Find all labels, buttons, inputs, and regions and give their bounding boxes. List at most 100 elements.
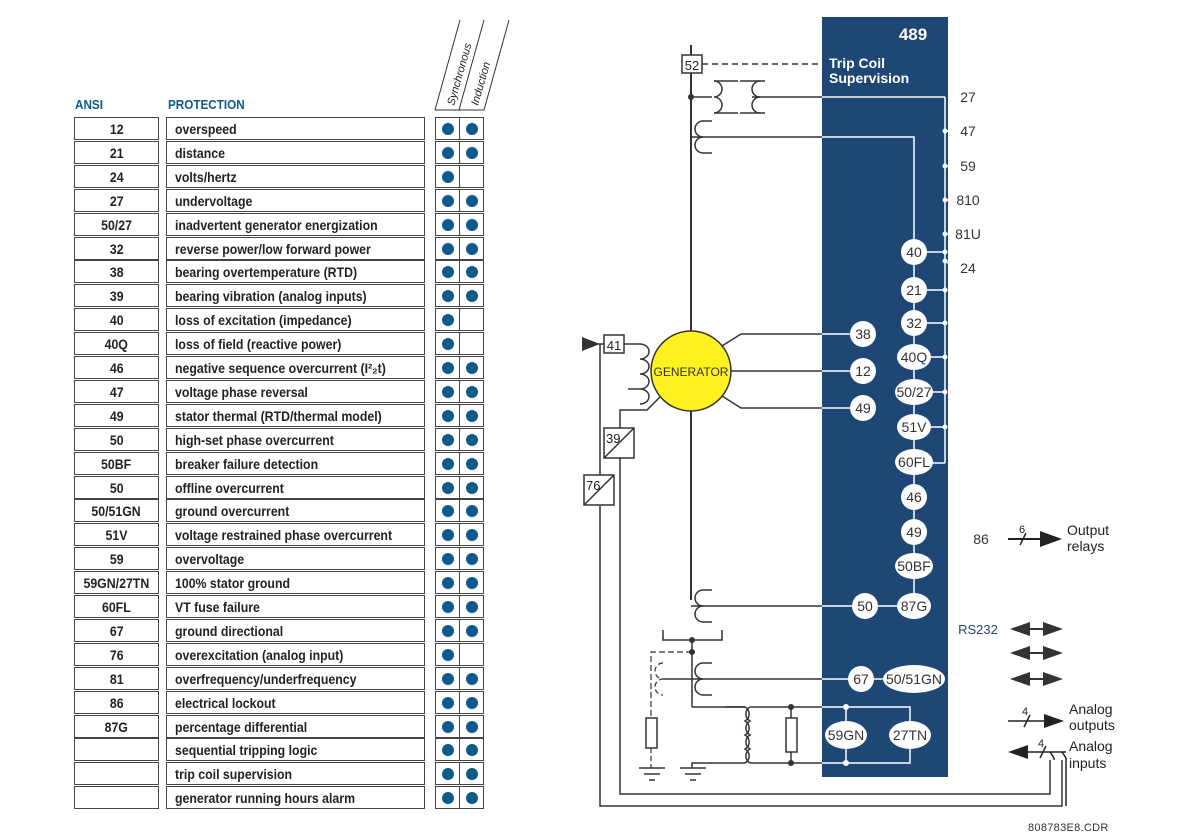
induction-cell bbox=[459, 762, 484, 786]
table-row: 39 bearing vibration (analog inputs) bbox=[74, 284, 514, 308]
ansi-code: 51V bbox=[105, 527, 128, 544]
protection-cell: generator running hours alarm bbox=[166, 786, 425, 810]
protection-name: reverse power/low forward power bbox=[175, 240, 371, 257]
applicable-dot-icon bbox=[466, 194, 478, 207]
function-86-label: 86 bbox=[973, 531, 989, 547]
protection-cell: distance bbox=[166, 140, 425, 164]
function-38-rtd-label: 38 bbox=[855, 326, 871, 342]
applicable-dot-icon bbox=[466, 720, 478, 733]
applicable-dot-icon bbox=[466, 696, 478, 709]
drawing-id-caption: 808783E8.CDR bbox=[1028, 822, 1109, 834]
applicable-dot-icon bbox=[466, 744, 478, 757]
table-row: 60FL VT fuse failure bbox=[74, 595, 514, 619]
bidirectional-arrow-icon bbox=[1010, 622, 1063, 636]
ansi-code: 60FL bbox=[102, 599, 131, 615]
protection-cell: breaker failure detection bbox=[166, 451, 425, 475]
function-40Q bbox=[897, 344, 931, 370]
function-67-label: 67 bbox=[853, 671, 869, 687]
ansi-cell bbox=[74, 786, 159, 810]
applicable-dot-icon bbox=[466, 624, 478, 637]
applicable-dot-icon bbox=[442, 146, 454, 159]
table-row: 32 reverse power/low forward power bbox=[74, 236, 514, 261]
rs485-port-1: RS485 bbox=[958, 645, 998, 660]
protection-name: ground overcurrent bbox=[175, 503, 290, 520]
function-49-label: 49 bbox=[906, 524, 922, 540]
applicable-dot-icon bbox=[466, 672, 478, 685]
ground-icon bbox=[639, 767, 665, 781]
induction-cell bbox=[459, 117, 484, 140]
output-relays-internal-1: Output bbox=[952, 479, 991, 494]
analog-inputs-label-1: Analog bbox=[1069, 738, 1113, 754]
function-67 bbox=[848, 666, 874, 692]
protection-cell: high-set phase overcurrent bbox=[166, 427, 425, 451]
breaker-52-label: 52 bbox=[685, 58, 699, 73]
function-46 bbox=[901, 484, 927, 510]
applicable-dot-icon bbox=[442, 696, 454, 709]
protection-name: undervoltage bbox=[175, 192, 253, 209]
table-row: 50BF breaker failure detection bbox=[74, 451, 514, 476]
applicable-dot-icon bbox=[442, 624, 454, 637]
applicable-dot-icon bbox=[442, 170, 454, 183]
analog-io-block bbox=[954, 705, 1008, 771]
induction-cell bbox=[459, 164, 484, 188]
ansi-cell: 49 bbox=[74, 403, 159, 427]
ansi-code: 59 bbox=[109, 551, 124, 568]
ansi-cell: 87G bbox=[74, 714, 159, 738]
function-51V bbox=[897, 414, 931, 440]
ansi-code: 32 bbox=[109, 240, 124, 257]
ansi-code: 50 bbox=[109, 431, 124, 448]
protection-name: bearing vibration (analog inputs) bbox=[175, 288, 367, 305]
applicable-dot-icon bbox=[466, 242, 478, 255]
function-60FL-label: 60FL bbox=[898, 454, 930, 470]
applicable-dot-icon bbox=[466, 266, 478, 279]
protection-name: ground directional bbox=[175, 622, 284, 639]
applicable-dot-icon bbox=[442, 457, 454, 470]
applicable-dot-icon bbox=[466, 577, 478, 590]
ansi-cell: 24 bbox=[74, 164, 159, 188]
ansi-code: 39 bbox=[109, 288, 124, 305]
protection-name: 100% stator ground bbox=[175, 575, 291, 592]
protection-cell: VT fuse failure bbox=[166, 595, 425, 618]
output-count: 6 bbox=[1019, 524, 1025, 536]
induction-cell bbox=[459, 212, 484, 236]
trip-coil-label-2: Supervision bbox=[829, 70, 909, 86]
ansi-cell bbox=[74, 762, 159, 786]
applicable-dot-icon bbox=[442, 553, 454, 566]
table-row: 51V voltage restrained phase overcurrent bbox=[74, 523, 514, 547]
applicable-dot-icon bbox=[442, 505, 454, 518]
ansi-cell: 81 bbox=[74, 666, 159, 690]
ansi-code: 12 bbox=[109, 121, 124, 137]
ansi-cell: 50 bbox=[74, 475, 159, 499]
protection-name: offline overcurrent bbox=[175, 479, 284, 496]
function-59GN-label: 59GN bbox=[828, 727, 865, 743]
applicable-dot-icon bbox=[442, 338, 454, 351]
protection-cell: offline overcurrent bbox=[166, 475, 425, 499]
applicable-dot-icon bbox=[442, 218, 454, 231]
ansi-cell: 59 bbox=[74, 547, 159, 571]
applicable-dot-icon bbox=[442, 409, 454, 422]
applicable-dot-icon bbox=[442, 123, 454, 135]
ansi-cell: 50BF bbox=[74, 451, 159, 475]
function-40 bbox=[901, 239, 927, 265]
protection-name: voltage restrained phase overcurrent bbox=[175, 527, 393, 544]
induction-cell bbox=[459, 451, 484, 475]
applicable-dot-icon bbox=[466, 123, 478, 135]
applicable-dot-icon bbox=[466, 481, 478, 494]
induction-cell bbox=[459, 499, 484, 523]
function-87G-label: 87G bbox=[901, 598, 927, 614]
function-27 bbox=[955, 84, 981, 110]
protection-cell: voltage phase reversal bbox=[166, 379, 425, 403]
trip-coil-label-1: Trip Coil bbox=[829, 55, 885, 71]
ansi-cell: 38 bbox=[74, 260, 159, 284]
relay-contacts-icon bbox=[948, 517, 1008, 559]
ansi-code: 47 bbox=[109, 383, 124, 400]
